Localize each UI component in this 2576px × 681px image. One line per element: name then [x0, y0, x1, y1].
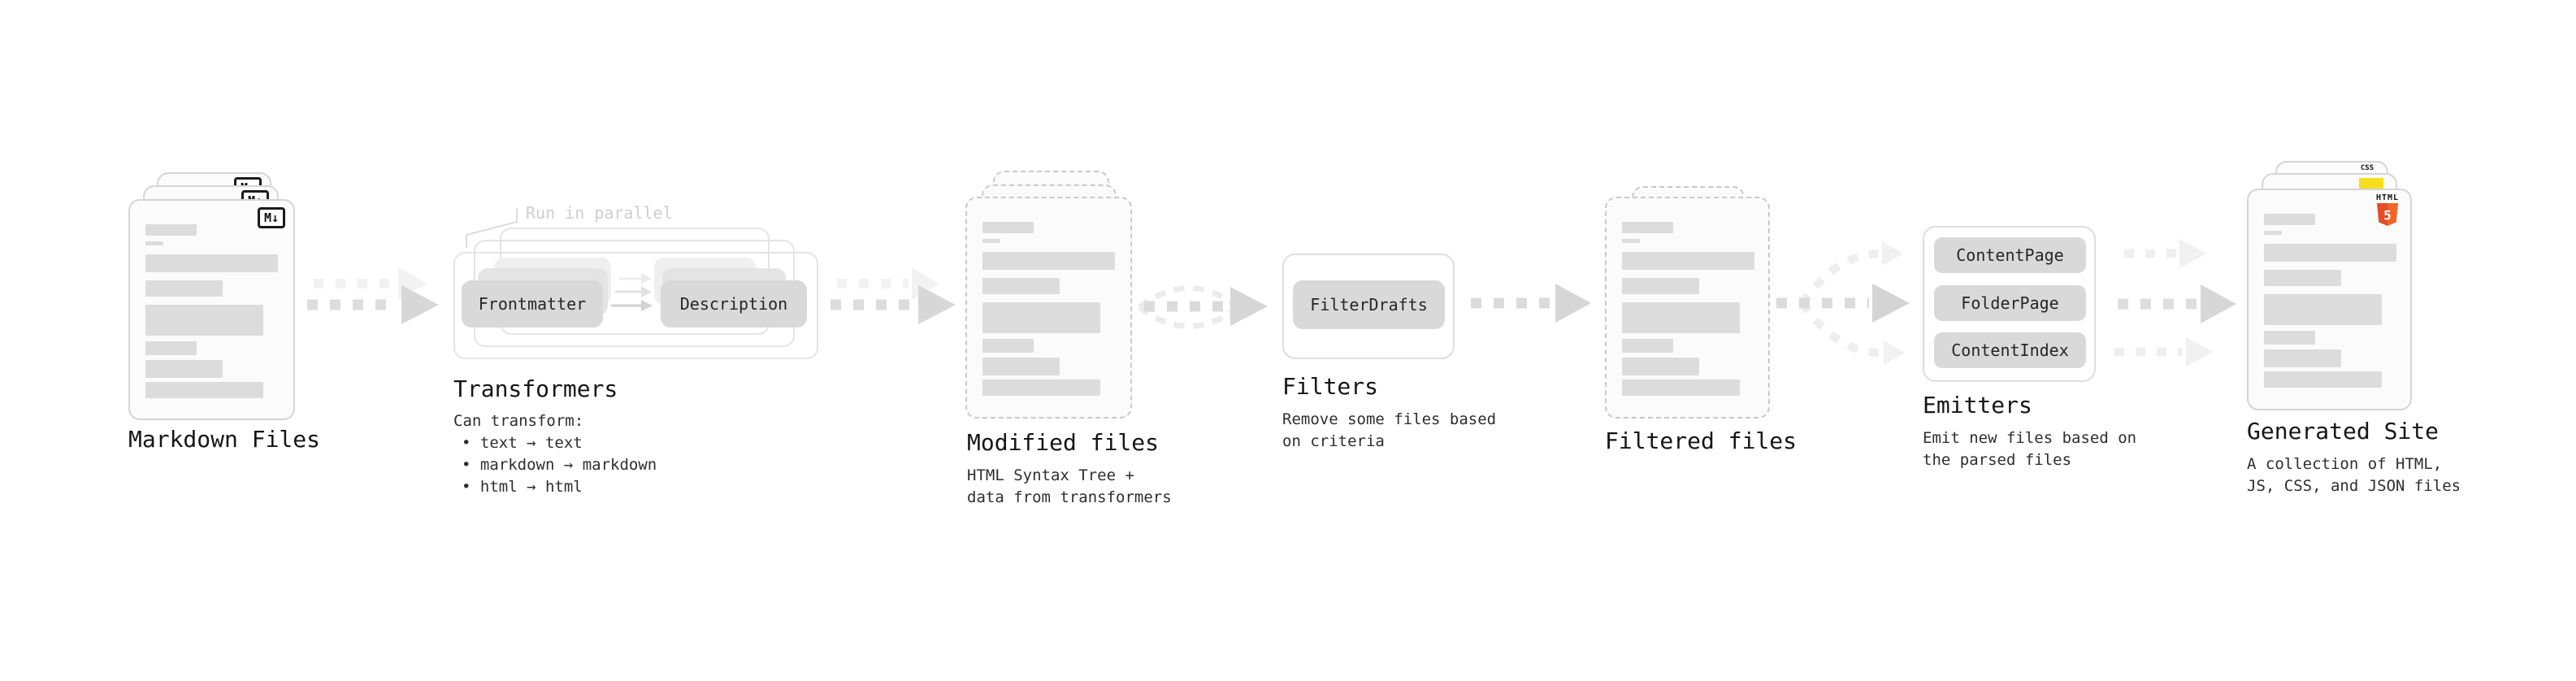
text-line-bar: [2264, 231, 2282, 235]
text-line-bar: [1622, 339, 1673, 353]
html-file-card: HTML 5: [2247, 189, 2412, 410]
arrow-emitters-to-site: [2114, 239, 2236, 367]
arrow-modified-to-filters: [1137, 285, 1268, 329]
modified-files-description: HTML Syntax Tree + data from transformer…: [967, 465, 1172, 509]
text-line-bar: [1622, 380, 1740, 396]
text-line-bar: [145, 382, 263, 398]
svg-text:5: 5: [2383, 208, 2392, 223]
capability-item: • markdown → markdown: [462, 456, 657, 474]
text-line-bar: [145, 341, 197, 355]
text-line-bar: [2264, 244, 2396, 262]
markdown-file-card: M↓: [128, 199, 295, 420]
text-line-bar: [982, 222, 1034, 233]
css-icon-label: CSS: [2360, 164, 2374, 172]
description-line: Remove some files based: [1282, 410, 1497, 428]
text-line-bar: [982, 380, 1100, 396]
text-line-bar: [2264, 294, 2382, 325]
filter-box-filterdrafts: FilterDrafts: [1293, 280, 1445, 329]
arrow-transformers-to-modified: [830, 267, 956, 324]
stage-title-markdown-files: Markdown Files: [128, 426, 321, 453]
arrow-filtered-to-emitters: [1776, 241, 1910, 365]
text-line-bar: [982, 239, 1000, 243]
text-line-bar: [982, 339, 1034, 353]
text-line-bar: [2264, 349, 2341, 367]
description-line: HTML Syntax Tree +: [967, 466, 1134, 484]
filtered-files-stack: [1605, 186, 1770, 419]
text-line-bar: [982, 302, 1100, 333]
transformer-run-layer: [453, 252, 818, 359]
stage-title-transformers: Transformers: [453, 375, 618, 402]
markdown-icon: M↓: [257, 207, 285, 228]
stage-title-filtered-files: Filtered files: [1605, 427, 1798, 454]
transformer-box-frontmatter: Frontmatter: [462, 280, 603, 327]
modified-files-stack: [965, 171, 1132, 419]
text-line-bar: [1622, 239, 1640, 243]
text-line-bar: [2264, 270, 2341, 286]
text-line-bar: [1622, 222, 1673, 233]
description-line: on criteria: [1282, 432, 1385, 450]
html5-icon: HTML 5: [2374, 194, 2401, 226]
markdown-files-stack: M↓ M↓ M↓: [128, 172, 295, 420]
arrow-markdown-to-transformers: [307, 267, 439, 324]
description-line: the parsed files: [1923, 451, 2072, 469]
description-line: JS, CSS, and JSON files: [2247, 477, 2461, 495]
transformers-description: Can transform: • text → text • markdown …: [453, 410, 657, 498]
text-line-bar: [2264, 331, 2315, 345]
text-line-bar: [982, 358, 1060, 375]
text-line-bar: [2264, 214, 2315, 225]
doc-content-placeholder: [145, 224, 278, 398]
doc-content-placeholder: [2264, 214, 2396, 388]
stage-title-modified-files: Modified files: [967, 429, 1160, 456]
arrow-filters-to-filtered: [1471, 284, 1591, 323]
text-line-bar: [145, 241, 163, 245]
capability-item: • text → text: [462, 434, 583, 452]
text-line-bar: [1622, 302, 1740, 333]
stage-title-emitters: Emitters: [1923, 392, 2032, 419]
run-in-parallel-annotation: Run in parallel: [526, 203, 673, 223]
text-line-bar: [1622, 358, 1699, 375]
text-line-bar: [145, 254, 278, 272]
description-line: A collection of HTML,: [2247, 455, 2443, 473]
filtered-file-card: [1605, 197, 1770, 419]
html5-shield: 5: [2377, 203, 2398, 226]
text-line-bar: [145, 360, 223, 378]
text-line-bar: [982, 278, 1060, 294]
modified-file-card: [965, 197, 1132, 419]
javascript-icon: [2359, 178, 2383, 189]
text-line-bar: [145, 305, 263, 336]
doc-content-placeholder: [1622, 222, 1754, 396]
stage-title-filters: Filters: [1282, 373, 1379, 400]
text-line-bar: [1622, 278, 1699, 294]
text-line-bar: [2264, 371, 2382, 388]
filters-description: Remove some files based on criteria: [1282, 409, 1496, 453]
emitter-box-contentpage: ContentPage: [1934, 237, 2086, 273]
description-line: Emit new files based on: [1923, 429, 2137, 447]
generated-site-description: A collection of HTML, JS, CSS, and JSON …: [2247, 453, 2461, 497]
description-line: Can transform:: [453, 412, 584, 430]
stage-title-generated-site: Generated Site: [2247, 418, 2439, 445]
doc-content-placeholder: [982, 222, 1115, 396]
text-line-bar: [145, 224, 197, 236]
text-line-bar: [982, 252, 1115, 270]
capability-item: • html → html: [462, 478, 583, 496]
description-line: data from transformers: [967, 488, 1172, 506]
transformer-box-description: Description: [661, 280, 807, 327]
html5-icon-label: HTML: [2375, 193, 2400, 202]
text-line-bar: [145, 280, 223, 297]
emitters-description: Emit new files based on the parsed files: [1923, 427, 2136, 471]
emitter-box-folderpage: FolderPage: [1934, 285, 2086, 321]
generated-site-stack: CSS HTML 5: [2247, 161, 2412, 410]
text-line-bar: [1622, 252, 1754, 270]
emitter-box-contentindex: ContentIndex: [1934, 332, 2086, 368]
